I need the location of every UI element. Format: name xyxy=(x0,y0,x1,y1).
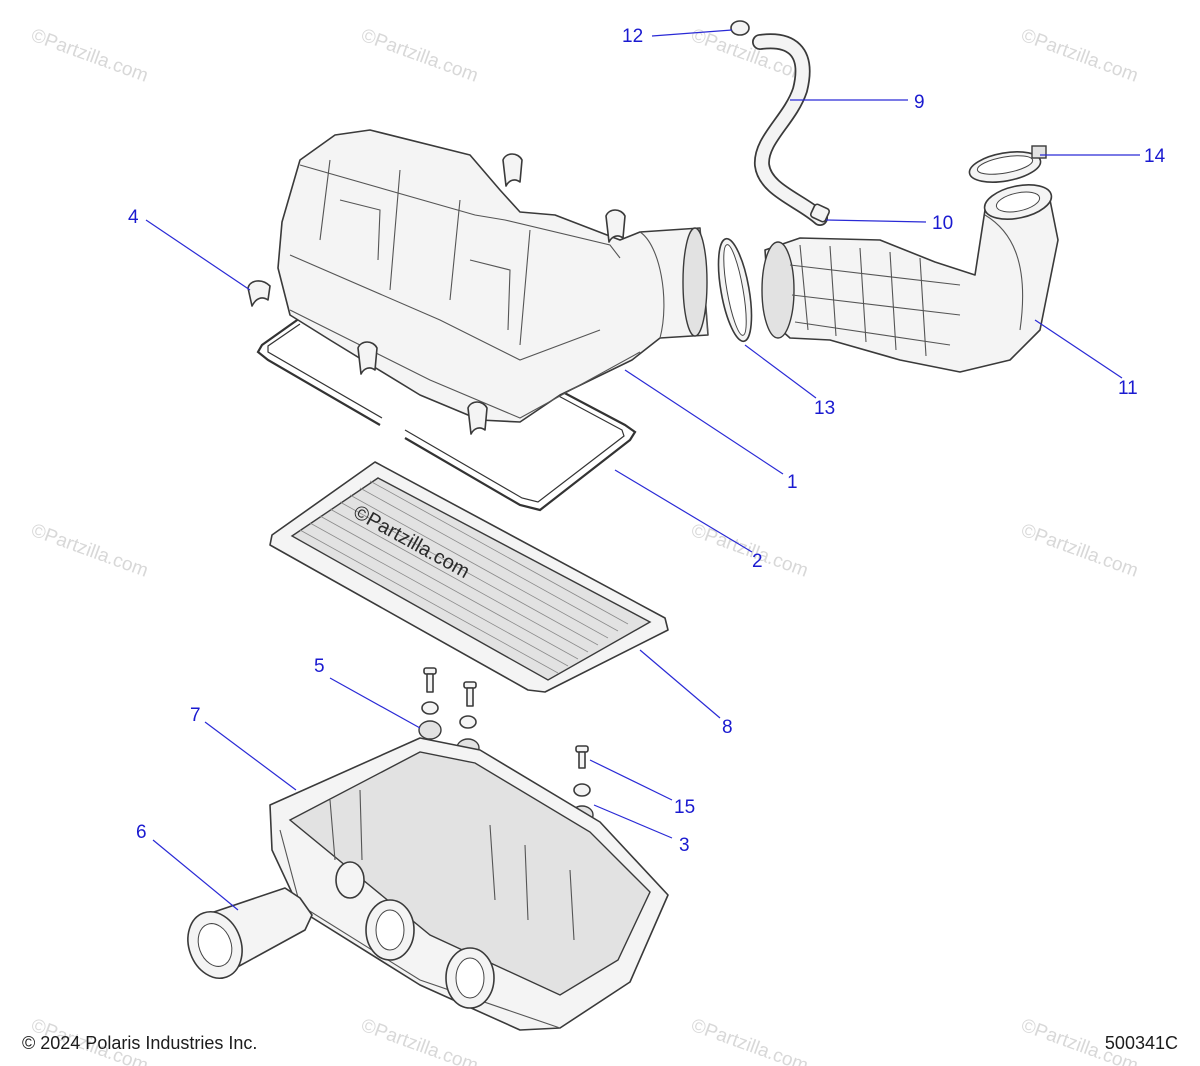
copyright-text: © 2024 Polaris Industries Inc. xyxy=(22,1033,258,1053)
leader-line xyxy=(825,219,927,223)
leader-line xyxy=(624,369,784,475)
part-intake-horn xyxy=(187,887,313,979)
leader-line xyxy=(1034,319,1123,379)
leader-line xyxy=(329,677,421,729)
watermark-text: ©Partzilla.com xyxy=(358,25,481,87)
part-intake-duct xyxy=(761,184,1059,373)
leader-line xyxy=(744,344,817,399)
callout-6: 6 xyxy=(136,822,147,843)
watermark-text: ©Partzilla.com xyxy=(1018,520,1141,582)
part-airbox-cover xyxy=(277,129,709,423)
filter-pleats xyxy=(299,480,629,674)
callout-7: 7 xyxy=(190,705,201,726)
leader-line xyxy=(651,29,733,37)
drawing-number: 500341C xyxy=(1104,1033,1178,1053)
part-clamp-13 xyxy=(717,237,753,343)
callout-10: 10 xyxy=(932,213,953,234)
part-seal-gasket xyxy=(256,317,637,512)
callout-3: 3 xyxy=(679,835,690,856)
part-hose-fitting xyxy=(809,203,831,223)
callout-4: 4 xyxy=(128,207,139,228)
watermark-text: ©Partzilla.com xyxy=(688,1015,811,1066)
part-air-filter: ©Partzilla.com xyxy=(269,461,669,693)
callout-5: 5 xyxy=(314,656,325,677)
leader-line xyxy=(639,649,721,719)
leader-line xyxy=(614,469,753,553)
leader-line xyxy=(145,219,251,291)
callout-11: 11 xyxy=(1118,378,1138,399)
watermark-text: ©Partzilla.com xyxy=(28,25,151,87)
leader-lines xyxy=(145,29,1140,911)
leader-line xyxy=(593,804,673,839)
callout-1: 1 xyxy=(787,472,798,493)
callout-15: 15 xyxy=(674,797,695,818)
watermark-text: ©Partzilla.com xyxy=(358,1015,481,1066)
watermark-text: ©Partzilla.com xyxy=(1018,25,1141,87)
callout-labels: 1 2 3 4 5 6 7 8 9 10 11 12 13 14 15 xyxy=(128,26,1166,856)
callout-13: 13 xyxy=(814,398,835,419)
watermark-text: ©Partzilla.com xyxy=(28,520,151,582)
callout-9: 9 xyxy=(914,92,925,113)
part-screws xyxy=(423,667,589,769)
callout-14: 14 xyxy=(1144,146,1166,167)
callout-12: 12 xyxy=(622,26,643,47)
callout-2: 2 xyxy=(752,551,763,572)
leader-line xyxy=(589,759,673,801)
callout-8: 8 xyxy=(722,717,733,738)
part-vent-hose xyxy=(752,33,828,226)
leader-line xyxy=(152,839,239,911)
part-hose-cap xyxy=(730,20,750,36)
part-airbox-base xyxy=(269,737,669,1031)
part-clips xyxy=(247,153,626,435)
part-clamp-14 xyxy=(968,145,1047,183)
leader-line xyxy=(204,721,297,791)
